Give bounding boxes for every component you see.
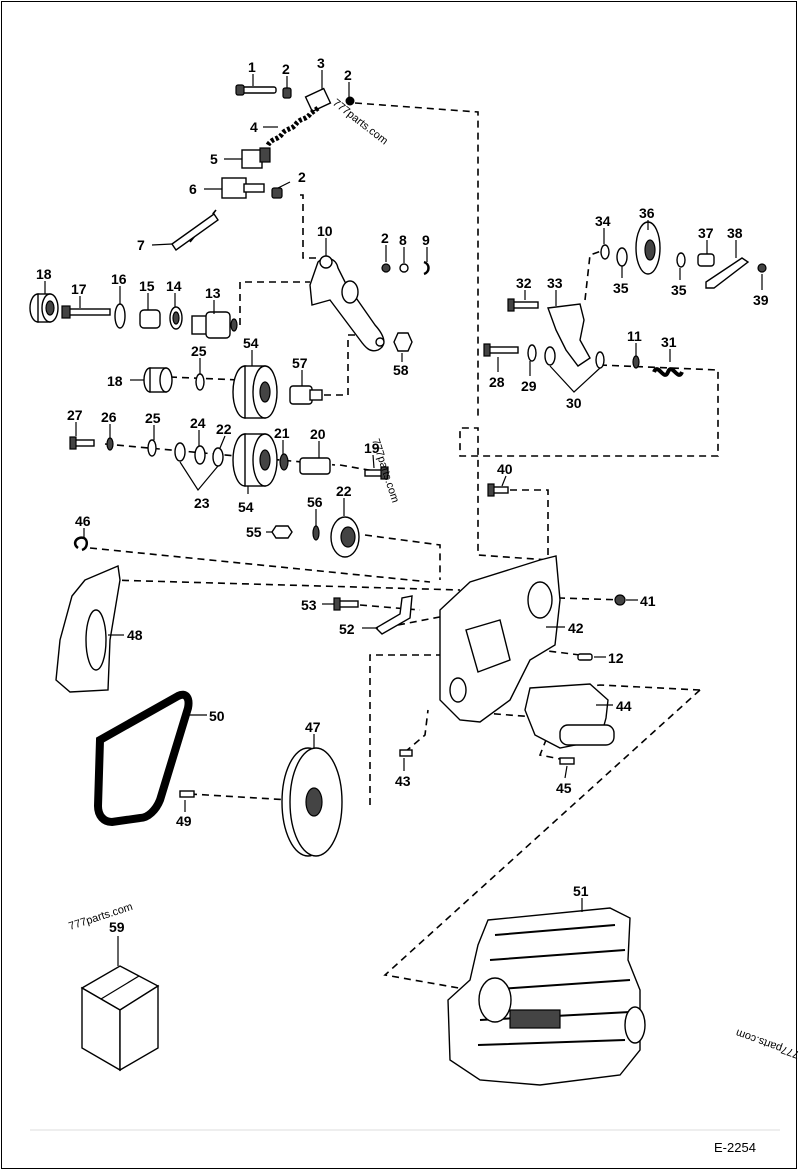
callout-27: 27 bbox=[67, 407, 83, 423]
tensioner-assembly bbox=[483, 221, 767, 377]
callout-40: 40 bbox=[497, 461, 513, 477]
callout-2: 2 bbox=[381, 230, 389, 246]
governor-linkage-top bbox=[171, 84, 430, 352]
engine-assembly bbox=[447, 907, 646, 1086]
callout-44: 44 bbox=[616, 698, 632, 714]
diagram-code: E-2254 bbox=[714, 1140, 756, 1155]
callout-38: 38 bbox=[727, 225, 743, 241]
callout-51: 51 bbox=[573, 883, 589, 899]
callout-2: 2 bbox=[344, 67, 352, 83]
callout-4: 4 bbox=[250, 119, 258, 135]
callout-45: 45 bbox=[556, 780, 572, 796]
callout-24: 24 bbox=[190, 415, 206, 431]
callout-35: 35 bbox=[671, 282, 687, 298]
callout-49: 49 bbox=[176, 813, 192, 829]
callout-58: 58 bbox=[393, 362, 409, 378]
shaft-assembly-row-1 bbox=[29, 293, 238, 339]
watermark-text: 777parts.com bbox=[734, 1026, 800, 1060]
callout-36: 36 bbox=[639, 205, 655, 221]
callout-13: 13 bbox=[205, 285, 221, 301]
callout-15: 15 bbox=[139, 278, 155, 294]
callout-3: 3 bbox=[317, 55, 325, 71]
callout-56: 56 bbox=[307, 494, 323, 510]
callout-50: 50 bbox=[209, 708, 225, 724]
callout-22: 22 bbox=[336, 483, 352, 499]
callout-54: 54 bbox=[243, 335, 259, 351]
callout-55: 55 bbox=[246, 524, 262, 540]
callout-23: 23 bbox=[194, 495, 210, 511]
callout-41: 41 bbox=[640, 593, 656, 609]
callout-42: 42 bbox=[568, 620, 584, 636]
callout-21: 21 bbox=[274, 425, 290, 441]
callout-16: 16 bbox=[111, 271, 127, 287]
callout-17: 17 bbox=[71, 281, 87, 297]
callout-2: 2 bbox=[298, 169, 306, 185]
callout-labels: 1 2 3 2 4 5 6 2 7 10 2 8 9 18 17 16 15 1… bbox=[36, 55, 769, 935]
callout-leader-lines bbox=[44, 70, 763, 966]
callout-11: 11 bbox=[627, 328, 642, 344]
callout-37: 37 bbox=[698, 225, 714, 241]
callout-2: 2 bbox=[282, 61, 290, 77]
callout-47: 47 bbox=[305, 719, 321, 735]
callout-1: 1 bbox=[248, 59, 256, 75]
callout-35: 35 bbox=[613, 280, 629, 296]
callout-22: 22 bbox=[216, 421, 232, 437]
callout-10: 10 bbox=[317, 223, 333, 239]
callout-5: 5 bbox=[210, 151, 218, 167]
belt-and-flywheel bbox=[93, 690, 343, 857]
callout-12: 12 bbox=[608, 650, 624, 666]
callout-9: 9 bbox=[422, 232, 430, 248]
callout-53: 53 bbox=[301, 597, 317, 613]
callout-59: 59 bbox=[109, 919, 125, 935]
callout-52: 52 bbox=[339, 621, 355, 637]
callout-43: 43 bbox=[395, 773, 411, 789]
callout-6: 6 bbox=[189, 181, 197, 197]
callout-32: 32 bbox=[516, 275, 532, 291]
callout-54: 54 bbox=[238, 499, 254, 515]
callout-20: 20 bbox=[310, 426, 326, 442]
callout-14: 14 bbox=[166, 278, 182, 294]
callout-8: 8 bbox=[399, 232, 407, 248]
callout-25: 25 bbox=[191, 343, 207, 359]
housing-assembly bbox=[55, 483, 626, 798]
callout-7: 7 bbox=[137, 237, 145, 253]
pulley-assembly-row-2 bbox=[143, 365, 323, 419]
callout-39: 39 bbox=[753, 292, 769, 308]
kit-box bbox=[80, 965, 160, 1072]
callout-33: 33 bbox=[547, 275, 563, 291]
callout-29: 29 bbox=[521, 378, 537, 394]
callout-18: 18 bbox=[107, 373, 123, 389]
callout-25: 25 bbox=[145, 410, 161, 426]
callout-34: 34 bbox=[595, 213, 611, 229]
callout-18: 18 bbox=[36, 266, 52, 282]
callout-19: 19 bbox=[364, 440, 380, 456]
callout-31: 31 bbox=[661, 334, 677, 350]
callout-28: 28 bbox=[489, 374, 505, 390]
callout-26: 26 bbox=[101, 409, 117, 425]
pulley-assembly-row-3 bbox=[69, 433, 389, 558]
callout-48: 48 bbox=[127, 627, 143, 643]
callout-46: 46 bbox=[75, 513, 91, 529]
callout-30: 30 bbox=[566, 395, 582, 411]
callout-57: 57 bbox=[292, 355, 308, 371]
